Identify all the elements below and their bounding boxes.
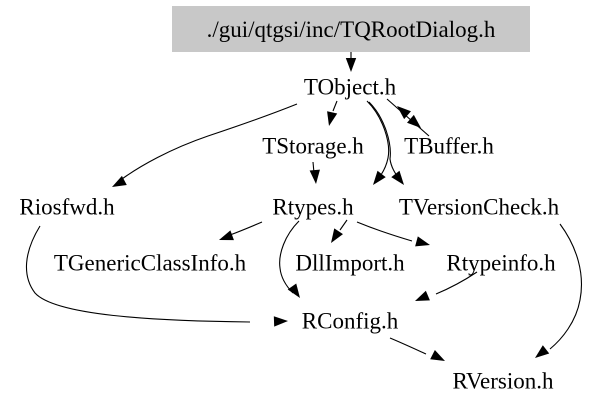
arrowhead-icon [309,169,320,184]
edge-tversioncheck-rversion [535,223,583,358]
edge-rtypes-tgenericclassinfo [219,221,263,241]
edge-rtypes-rconfig [279,220,300,298]
graph-node-rtypeinfo[interactable]: Rtypeinfo.h [446,250,556,276]
edge-riosfwd-rconfig [25,225,288,327]
edge-tobject-tversioncheck [368,101,404,185]
arrowhead-icon [407,114,421,128]
graph-node-rconfig[interactable]: RConfig.h [301,308,399,334]
arrowhead-icon [273,316,288,327]
edge-tqrootdialog-tobject [345,52,357,72]
edge-tobject-rtypes [366,100,390,185]
graph-node-tversioncheck[interactable]: TVersionCheck.h [398,194,560,220]
edge-tobject-tbuffer [386,98,430,137]
edge-tstorage-rtypes [309,161,320,184]
graph-node-dllimport[interactable]: DllImport.h [295,250,405,276]
graph-node-tbuffer[interactable]: TBuffer.h [404,133,494,159]
arrowhead-icon [415,290,430,301]
arrowhead-icon [112,175,127,187]
graph-node-tobject[interactable]: TObject.h [303,74,397,100]
arrowhead-icon [345,58,357,72]
arrowhead-icon [331,228,343,243]
edge-rconfig-rversion [389,337,445,361]
graph-node-tgenericclassinfo[interactable]: TGenericClassInfo.h [53,250,247,276]
arrowhead-icon [430,350,445,361]
edge-rtypes-dllimport [331,219,348,243]
graph-node-rtypes[interactable]: Rtypes.h [272,194,354,220]
edge-tobject-tstorage [327,100,338,126]
edge-rtypeinfo-rconfig [415,271,478,301]
arrowhead-icon [415,236,430,247]
arrowhead-icon [373,170,386,185]
graph-node-riosfwd[interactable]: Riosfwd.h [19,194,115,220]
edge-tobject-riosfwd [112,103,298,187]
edge-rtypes-rtypeinfo [356,221,430,247]
arrowhead-icon [327,111,338,126]
arrowhead-icon [391,170,404,185]
arrowhead-icon [219,230,234,241]
arrowhead-icon [287,283,300,298]
arrowhead-icon [397,106,411,120]
graph-node-rversion[interactable]: RVersion.h [452,368,554,394]
graph-node-tqrootdialog: ./gui/qtgsi/inc/TQRootDialog.h [172,6,530,52]
graph-node-tstorage[interactable]: TStorage.h [262,133,364,159]
arrowhead-icon [535,345,550,358]
